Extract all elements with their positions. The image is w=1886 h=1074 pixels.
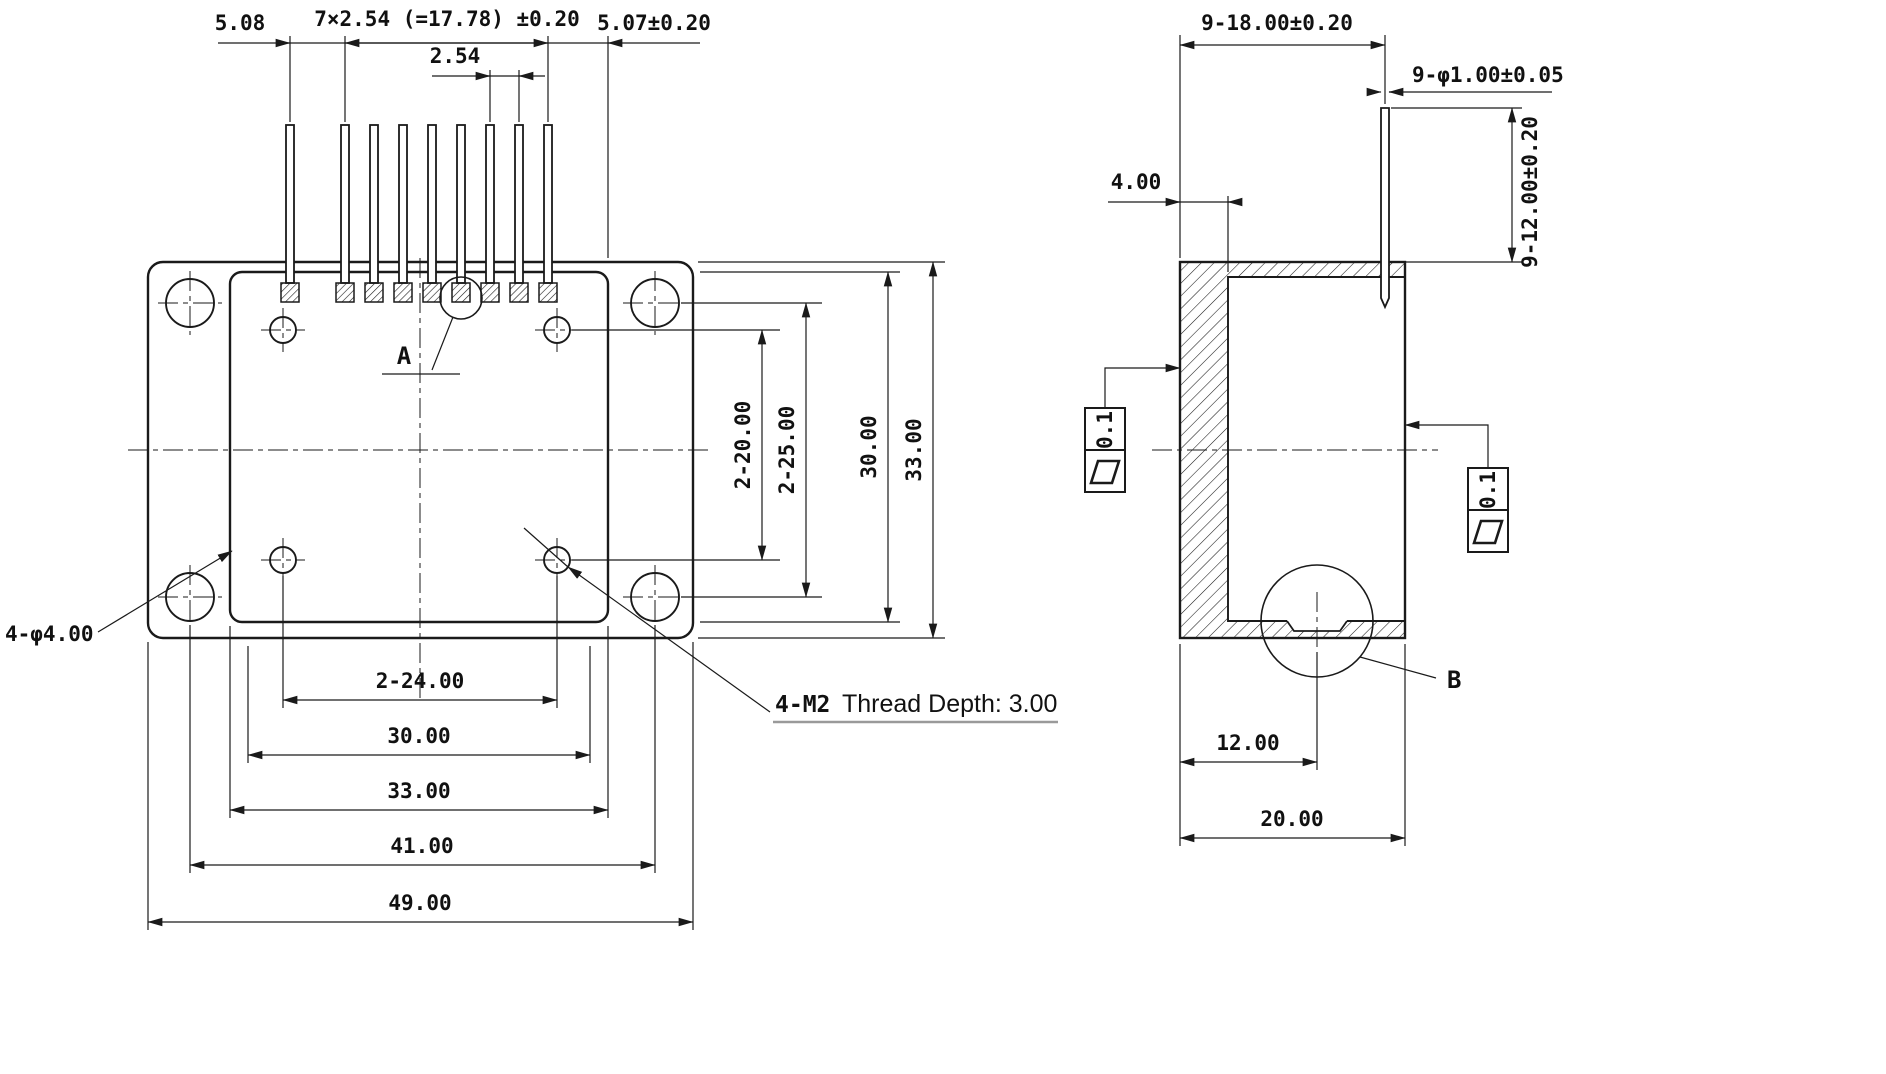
pin <box>285 124 295 284</box>
pin <box>485 124 495 284</box>
flatness-symbol-icon <box>1472 519 1504 545</box>
section-inner-outline <box>1227 276 1405 622</box>
dim-pin-offset: 9-18.00±0.20 <box>1201 11 1353 35</box>
tolerance-value-left: 0.1 <box>1093 411 1117 449</box>
pad <box>422 282 442 303</box>
dim-thread-vertical: 2-20.00 <box>731 401 755 490</box>
dim-flange-width: 49.00 <box>388 891 451 915</box>
thread-holes <box>261 308 579 582</box>
thread-callout: 4-M2 Thread Depth: 3.00 <box>523 527 1058 724</box>
flatness-frame-left: 0.1 <box>1084 363 1181 493</box>
dim-last-gap: 5.07±0.20 <box>597 11 711 35</box>
groove-fill <box>1287 621 1347 631</box>
detail-a-circle <box>439 276 483 320</box>
flatness-frame-right: 0.1 <box>1404 420 1509 553</box>
tolerance-leader-right <box>1404 420 1489 468</box>
thread-leader <box>567 566 771 713</box>
dim-body-width: 33.00 <box>387 779 450 803</box>
corner-holes-callout: 4-φ4.00 <box>5 550 233 646</box>
pin <box>543 124 553 284</box>
dim-body-height: 30.00 <box>857 415 881 478</box>
pin <box>369 124 379 284</box>
dim-corner-horizontal: 41.00 <box>390 834 453 858</box>
extension-lines-top <box>289 36 609 258</box>
pads-front <box>280 282 558 303</box>
dim-thread-horizontal: 2-24.00 <box>376 669 465 693</box>
dim-groove-position: 12.00 <box>1216 731 1279 755</box>
side-view: B 9-18.00±0.20 9-φ1.00±0.05 4.00 9-12.00… <box>1084 11 1564 846</box>
pad <box>451 282 471 303</box>
detail-a-label: A <box>397 342 412 370</box>
pin <box>398 124 408 284</box>
dim-flange-height: 33.00 <box>902 418 926 481</box>
pad <box>393 282 413 303</box>
detail-b-leader <box>1359 656 1437 679</box>
detail-b-label: B <box>1447 666 1461 694</box>
tolerance-value-right: 0.1 <box>1476 471 1500 509</box>
dim-pitch-group: 7×2.54 (=17.78) ±0.20 <box>314 7 580 31</box>
pin <box>427 124 437 284</box>
detail-a-callout: A <box>382 276 483 375</box>
flatness-symbol-icon <box>1089 459 1121 485</box>
pins-front <box>285 124 553 284</box>
side-top-dimensions: 9-18.00±0.20 9-φ1.00±0.05 4.00 9-12.00±0… <box>1108 11 1564 268</box>
bottom-dimensions: 2-24.00 30.00 33.00 41.00 49.00 <box>147 669 694 927</box>
top-dimensions: 5.08 7×2.54 (=17.78) ±0.20 5.07±0.20 2.5… <box>215 7 711 81</box>
pad <box>364 282 384 303</box>
pad <box>509 282 529 303</box>
tolerance-leader-left <box>1104 363 1181 408</box>
pin <box>514 124 524 284</box>
dim-pin-diameter: 9-φ1.00±0.05 <box>1412 63 1564 87</box>
detail-a-leader <box>431 316 454 371</box>
thread-leader-tail <box>523 527 569 568</box>
pad <box>538 282 558 303</box>
dim-wall-thickness: 4.00 <box>1111 170 1162 194</box>
front-view: A 5.08 7×2.54 (=17.78) ±0.20 5.07±0.20 2… <box>5 7 1058 930</box>
body-outline <box>228 270 610 624</box>
dim-30: 30.00 <box>387 724 450 748</box>
pad <box>335 282 355 303</box>
pad <box>280 282 300 303</box>
pin-side <box>1380 107 1390 310</box>
extension-lines-right <box>572 261 945 639</box>
side-bottom-dimensions: 12.00 20.00 <box>1179 731 1406 843</box>
flange-outline <box>146 260 695 640</box>
extension-lines-bottom <box>147 576 694 930</box>
corner-holes-leader <box>97 550 233 633</box>
dim-overall-depth: 20.00 <box>1260 807 1323 831</box>
side-extension-lines <box>1179 35 1522 846</box>
corner-holes-label: 4-φ4.00 <box>5 622 94 646</box>
pin <box>456 124 466 284</box>
dim-first-gap: 5.08 <box>215 11 266 35</box>
right-dimensions: 2-20.00 2-25.00 30.00 33.00 <box>731 261 938 639</box>
dim-pitch: 2.54 <box>430 44 481 68</box>
dim-corner-vertical: 2-25.00 <box>775 406 799 495</box>
pad <box>480 282 500 303</box>
pin <box>340 124 350 284</box>
mounting-holes <box>158 271 687 629</box>
dim-pin-length: 9-12.00±0.20 <box>1518 116 1542 268</box>
thread-label: 4-M2 <box>775 692 830 718</box>
thread-note: Thread Depth: 3.00 <box>842 690 1057 718</box>
